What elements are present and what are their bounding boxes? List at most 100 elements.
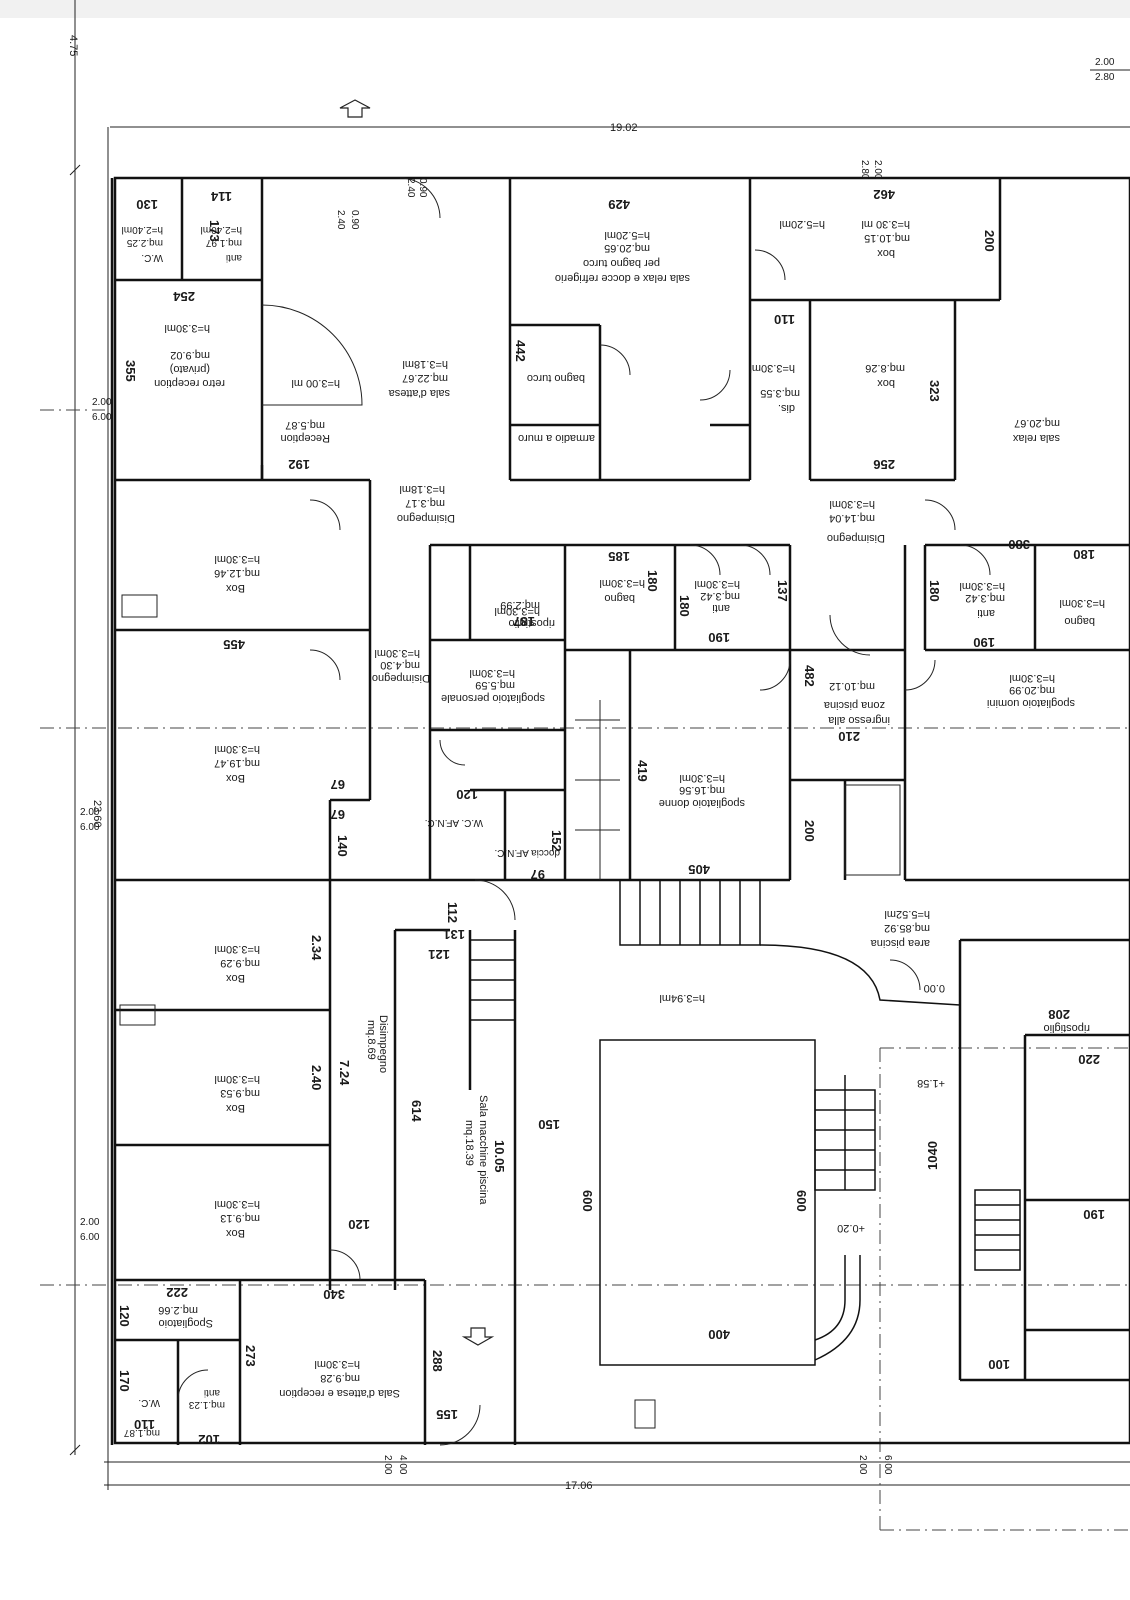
anti-right-dim: 190 — [973, 635, 995, 650]
box4-side: 2.40 — [309, 1065, 324, 1090]
attesa-bottom-dim2: 155 — [436, 1407, 458, 1422]
anti-top-height: h=2.40ml — [201, 224, 242, 235]
box-top-area: mq.10.15 — [864, 232, 910, 244]
bagno-right-dim: 180 — [1073, 547, 1095, 562]
wc-afnc-dim: 120 — [456, 787, 478, 802]
dis3-area: mq.4.30 — [380, 659, 420, 671]
north-arrows — [339, 99, 495, 1346]
attesa-area: mq.22.67 — [402, 372, 448, 384]
right-lower-dim1: 190 — [1083, 1207, 1105, 1222]
doccia-dim: 97 — [531, 867, 545, 882]
box5-height: h=3.30ml — [214, 1198, 260, 1210]
wc-top-height: h=2.40ml — [122, 224, 163, 235]
ingresso-name2: zona piscina — [823, 699, 885, 711]
box-mid-dim: 256 — [873, 457, 895, 472]
spog-pers-area: mq.5.59 — [475, 679, 515, 691]
attesa-bottom-name: Sala d'attesa e reception — [279, 1387, 400, 1399]
rip-top-height: h=3.30ml — [494, 605, 540, 617]
box4-name: Box — [226, 1102, 245, 1114]
attesa-arc-height: h=3.00 ml — [291, 377, 340, 389]
dim-left-lower-b: 6.00 — [80, 1232, 100, 1243]
spog-donne-height: h=3.30ml — [679, 772, 725, 784]
sala-macchine-area: mq.18.39 — [463, 1120, 475, 1166]
wc-top-dim: 130 — [136, 197, 158, 212]
rip-top-dim: 187 — [513, 614, 535, 629]
box-mid-area: mq.8.26 — [865, 362, 905, 374]
wc-bottom-dim: 110 — [134, 1417, 155, 1432]
anti-bottom-dim: 102 — [198, 1432, 220, 1447]
dim-corner-b: 2.80 — [1095, 72, 1115, 83]
anti-right-side: 180 — [927, 580, 942, 602]
door-label-2b: 2.40 — [405, 178, 416, 198]
doccia-name: doccia AF.N.C. — [494, 847, 560, 858]
dis2-height: h=3.30ml — [829, 498, 875, 510]
box-top-height: h=3.30 ml — [861, 218, 910, 230]
box5-side: 120 — [348, 1217, 370, 1232]
pool-length-1: 600 — [580, 1190, 595, 1212]
dis4-area: mq.8.69 — [365, 1020, 377, 1060]
retro-name: retro reception — [154, 377, 225, 389]
box-mid-height: h=3.30ml — [749, 362, 795, 374]
wc-bottom-area: mq.1.87 — [123, 1427, 160, 1438]
pool-side: 1040 — [925, 1141, 940, 1170]
anti-bottom-area: mq.1.23 — [188, 1399, 225, 1410]
wc-afnc-name: W.C. AF.N.C. — [425, 817, 483, 828]
ingresso-side: 482 — [802, 665, 817, 687]
dis3-height: h=3.30ml — [374, 647, 420, 659]
spog-small-dim: 222 — [166, 1285, 188, 1300]
box2-side2: 67 — [331, 807, 345, 822]
dim-bottom-d: 2.00 — [857, 1455, 868, 1475]
pool — [470, 879, 1021, 1366]
dim-bottom-a: 4.00 — [397, 1455, 408, 1475]
anti-mid-side: 180 — [677, 595, 692, 617]
anti-mid-area: mq.3.42 — [700, 590, 740, 602]
dis4-name: Disimpegno — [377, 1015, 389, 1073]
rip-top-area: mq.2.99 — [500, 599, 540, 611]
walls — [110, 176, 1130, 1445]
box-mid-name: box — [877, 377, 895, 389]
anti-bottom-name: anti — [204, 1387, 220, 1398]
retro-area: mq.9.02 — [170, 349, 210, 361]
box-top-name: box — [877, 247, 895, 259]
relax-docce-sub: per bagno turco — [583, 257, 660, 269]
box2-side: 67 — [331, 777, 345, 792]
rip-top-name: ripostiglio — [509, 617, 555, 629]
sala-macchine-side: 614 — [409, 1100, 424, 1122]
reception-name: Reception — [280, 432, 330, 444]
ingresso-side2: 200 — [802, 820, 817, 842]
dis-dim: 110 — [774, 312, 795, 327]
ingresso-name1: ingresso alla — [827, 714, 890, 726]
box-top-height2: h=5.20ml — [779, 218, 825, 230]
box5-name: Box — [226, 1227, 245, 1239]
spog-pers-name: spogliatoio personale — [441, 692, 545, 704]
retro-dim: 254 — [173, 289, 195, 304]
dim-bottom-width: 17.06 — [565, 1480, 593, 1492]
bagno-dim: 185 — [608, 549, 630, 564]
retro-sub: (privato) — [170, 363, 210, 375]
dim-total-height: 23.60 — [91, 800, 103, 828]
attesa-name: sala d'attesa — [388, 387, 450, 399]
bagno-right-height: h=3.30ml — [1059, 597, 1105, 609]
wc-top-name: W.C. — [141, 252, 163, 263]
rip-bottom-name: ripostiglio — [1044, 1022, 1090, 1034]
box2-area: mq.19.47 — [214, 757, 260, 769]
box3-side: 2.34 — [309, 935, 324, 961]
spog-small-area: mq.2.66 — [158, 1304, 198, 1316]
dim-left-mid-a: 2.00 — [80, 807, 100, 818]
axis-lines — [40, 409, 1130, 1531]
box4-height: h=3.30ml — [214, 1073, 260, 1085]
bagno-turco-name: bagno turco — [527, 372, 585, 384]
level-1: +1.58 — [917, 1077, 945, 1089]
sala-macchine-name: Sala macchine piscina — [477, 1095, 489, 1205]
spog-small-side: 120 — [117, 1305, 132, 1327]
spog-uomini-height: h=3.30ml — [1009, 672, 1055, 684]
pool-area-name: area piscina — [870, 937, 930, 949]
dis2-dim: 380 — [1008, 537, 1030, 552]
relax-docce-area: mq.20.65 — [604, 242, 650, 254]
dis2-name: Disimpegno — [827, 532, 885, 544]
bagno-name: bagno — [604, 592, 635, 604]
rip-bottom-dim: 208 — [1048, 1007, 1070, 1022]
dim-112: 112 — [445, 902, 460, 923]
dim-bottom-b: 2.00 — [382, 1455, 393, 1475]
